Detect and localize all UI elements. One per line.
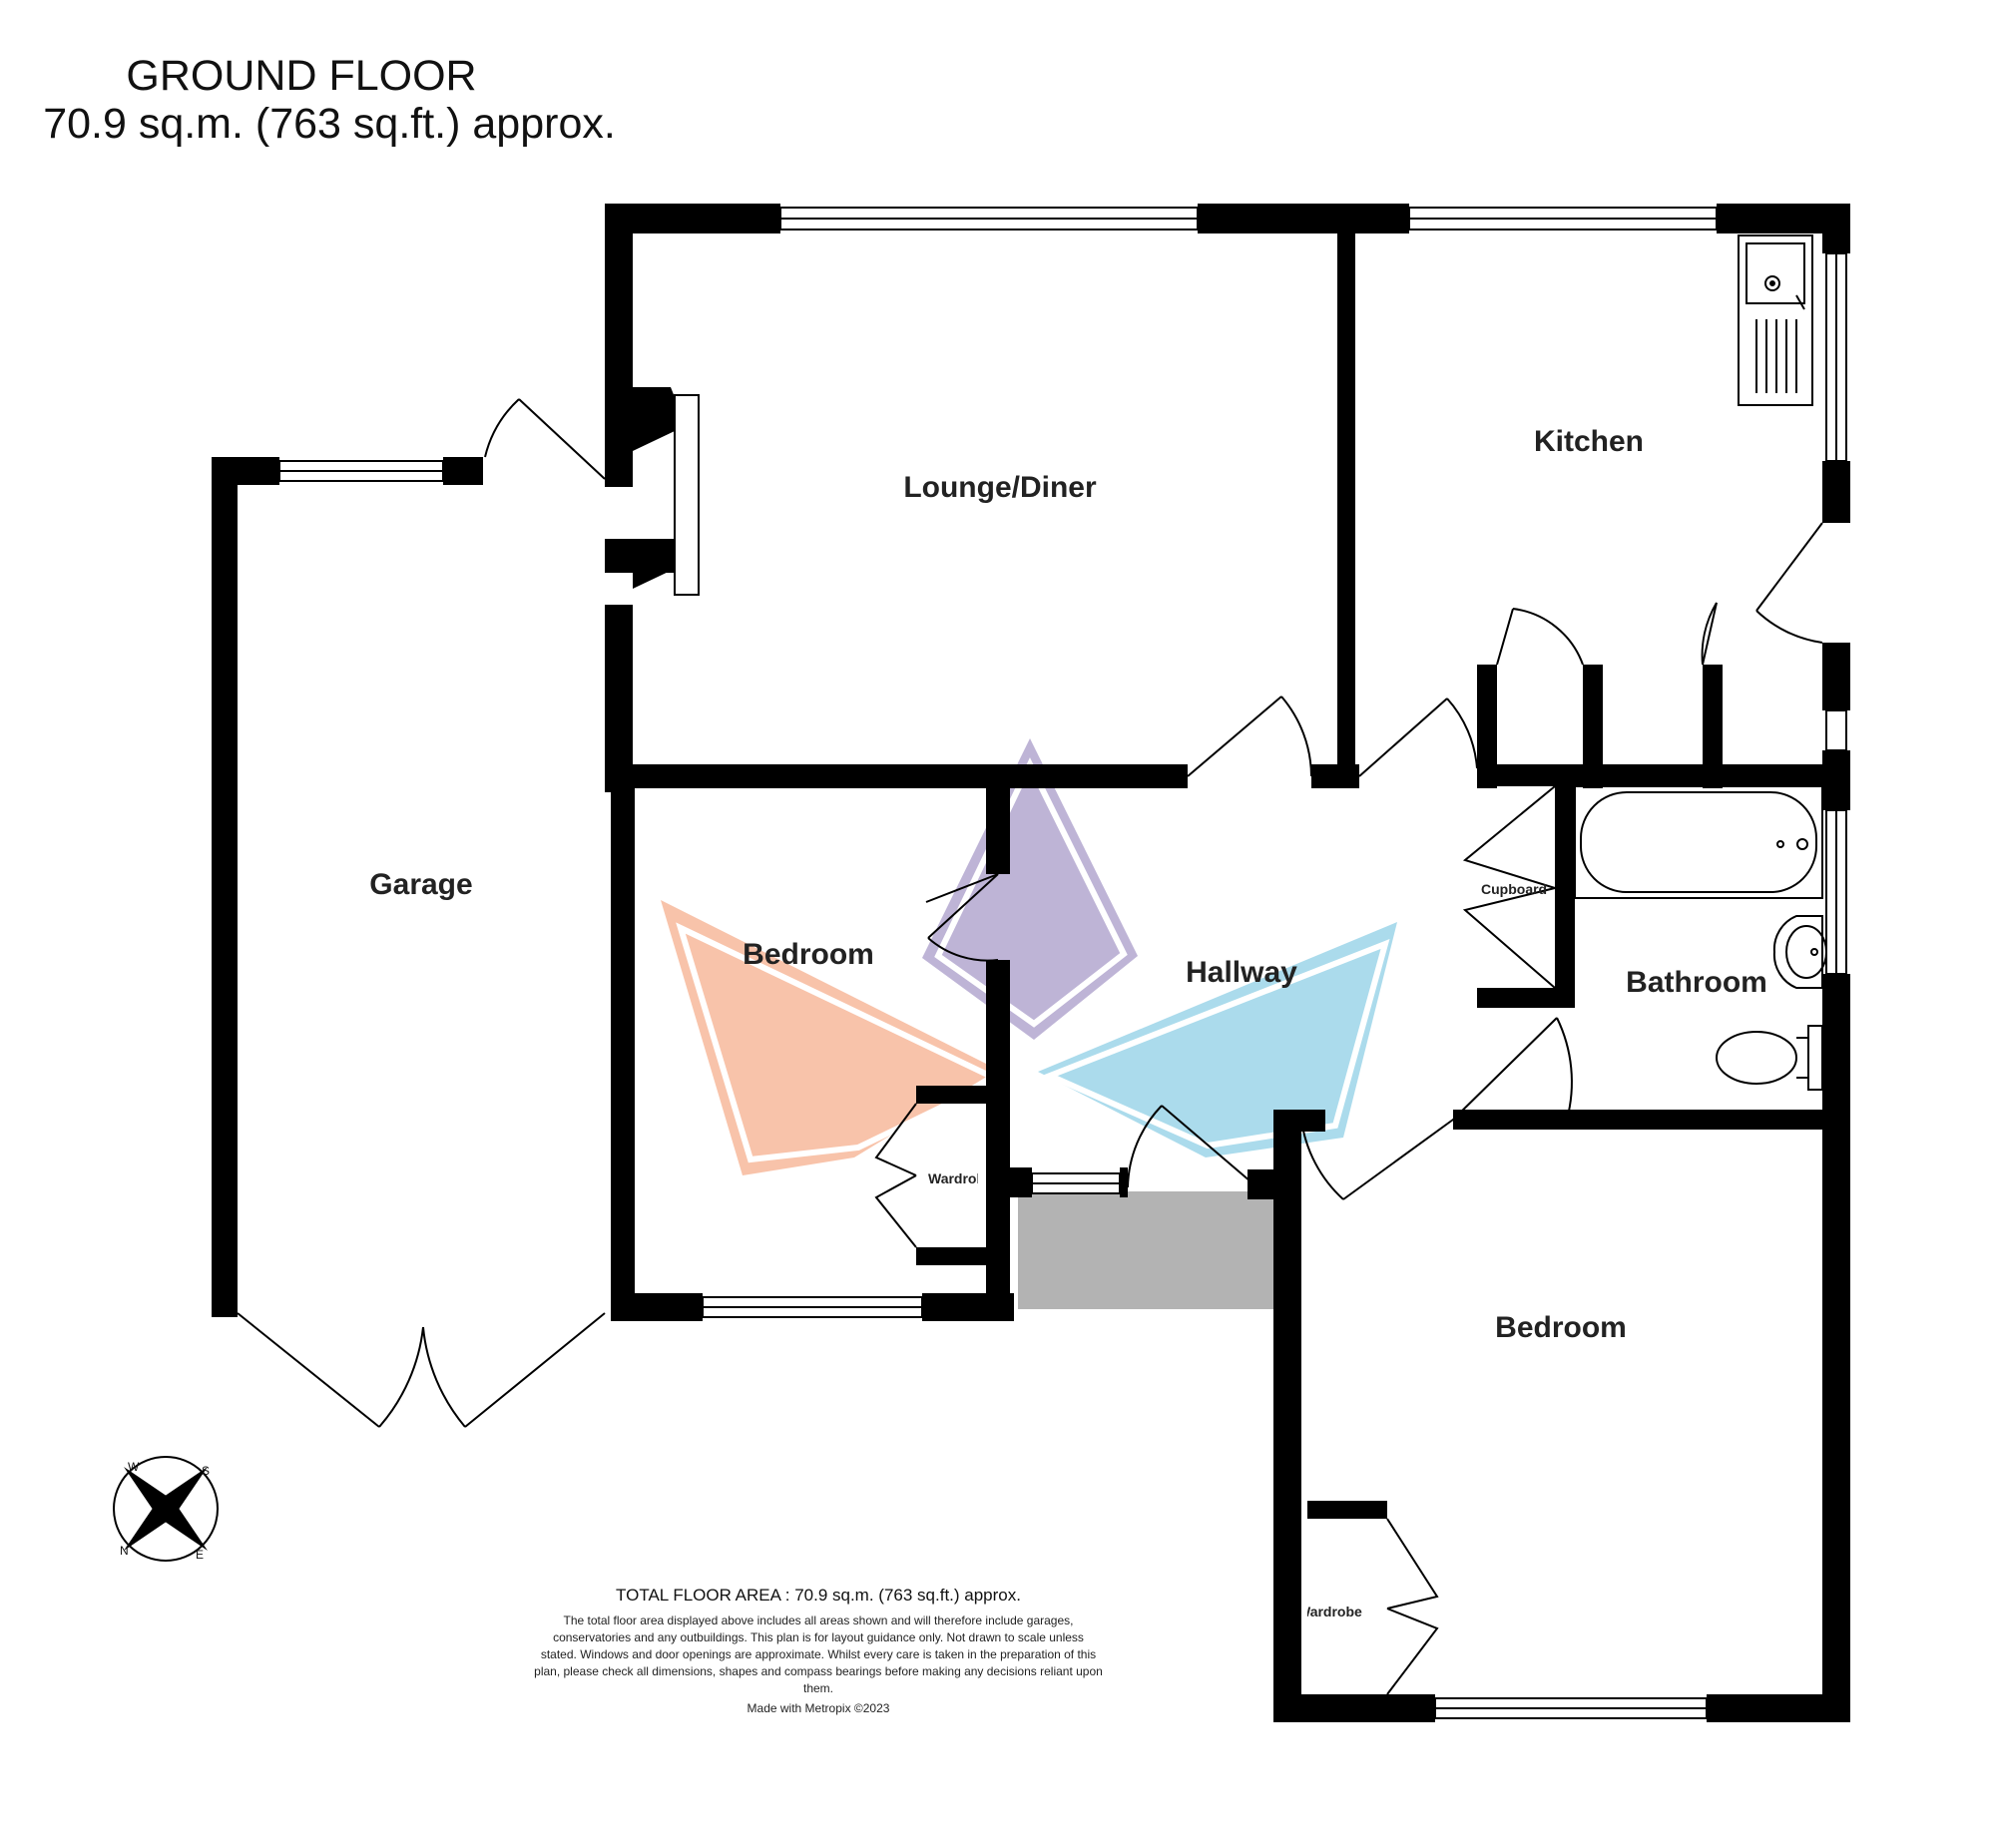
floor-name: GROUND FLOOR — [126, 52, 476, 100]
label-wardrobe-bedroom-2: Wardrobe — [1297, 1604, 1362, 1619]
room-lounge-diner: Lounge/Diner — [903, 471, 1097, 504]
label-wardrobe-bedroom-1: Wardrobe — [928, 1170, 993, 1186]
room-garage: Garage — [369, 868, 472, 901]
disclaimer-line-3: stated. Windows and door openings are ap… — [541, 1647, 1096, 1661]
washbasin — [1772, 915, 1827, 989]
kitchen-sink — [1738, 234, 1813, 406]
floor-area: 70.9 sq.m. (763 sq.ft.) approx. — [43, 100, 616, 148]
compass-rose: S W N E — [113, 1456, 219, 1562]
total-floor-area: TOTAL FLOOR AREA : 70.9 sq.m. (763 sq.ft… — [616, 1586, 1021, 1605]
room-kitchen: Kitchen — [1534, 425, 1644, 458]
room-bedroom-1: Bedroom — [743, 938, 874, 971]
bathtub — [1574, 785, 1823, 899]
fitted-doors — [874, 785, 1556, 1695]
compass-e: E — [196, 1548, 204, 1562]
disclaimer-line-5: them. — [803, 1681, 833, 1695]
doors — [237, 398, 1823, 1428]
compass-n: N — [120, 1544, 129, 1558]
compass-s: S — [202, 1464, 210, 1478]
disclaimer: The total floor area displayed above inc… — [534, 1614, 1103, 1695]
disclaimer-line-4: plan, please check all dimensions, shape… — [534, 1664, 1103, 1678]
room-hallway: Hallway — [1186, 956, 1297, 989]
windows — [278, 207, 1847, 1719]
credit: Made with Metropix ©2023 — [748, 1701, 890, 1715]
label-cupboard: Cupboard — [1481, 881, 1547, 897]
compass-w: W — [128, 1460, 140, 1474]
room-bathroom: Bathroom — [1626, 966, 1767, 999]
porch-step — [1018, 1191, 1275, 1309]
walls — [212, 204, 1850, 1722]
disclaimer-line-1: The total floor area displayed above inc… — [564, 1614, 1074, 1627]
room-bedroom-2: Bedroom — [1495, 1311, 1627, 1344]
disclaimer-line-2: conservatories and any outbuildings. Thi… — [553, 1630, 1084, 1644]
toilet — [1716, 1025, 1823, 1091]
